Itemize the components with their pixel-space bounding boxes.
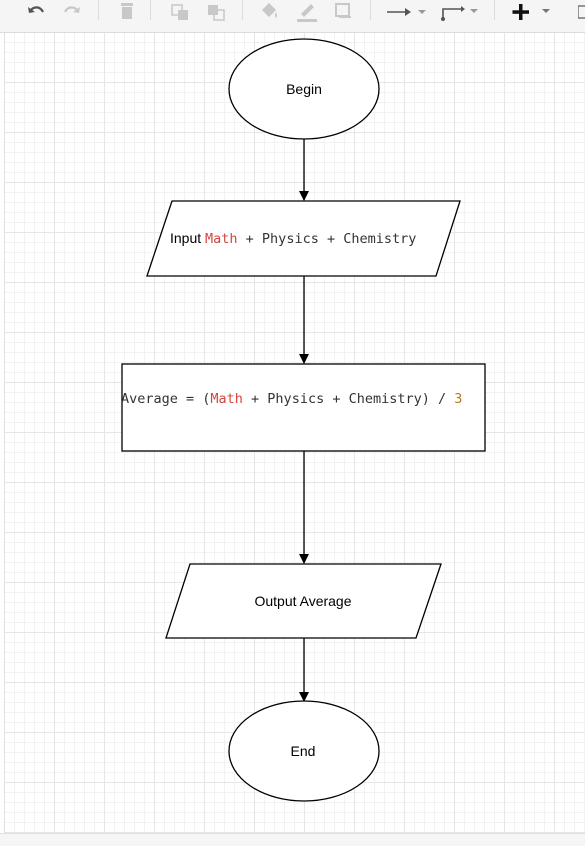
to-front-icon[interactable] [168, 0, 192, 24]
begin-label: Begin [286, 81, 322, 97]
fill-color-icon[interactable] [256, 0, 282, 24]
line-color-icon[interactable] [294, 0, 320, 24]
process-prefix: Average = ( [121, 391, 210, 407]
diagram-canvas[interactable] [4, 33, 585, 833]
delete-icon[interactable] [116, 0, 138, 24]
end-label: End [291, 743, 316, 759]
connection-icon[interactable] [384, 0, 428, 24]
input-label: Input Math + Physics + Chemistry [170, 230, 416, 247]
process-label: Average = (Math + Physics + Chemistry) /… [121, 391, 462, 407]
input-node[interactable]: Input Math + Physics + Chemistry [146, 200, 461, 277]
redo-icon[interactable] [60, 0, 84, 24]
input-prefix: Input [170, 230, 205, 246]
output-label: Output Average [254, 593, 351, 609]
format-panel-icon[interactable] [578, 0, 585, 24]
to-back-icon[interactable] [204, 0, 228, 24]
toolbar [0, 0, 585, 33]
process-number: 3 [454, 391, 462, 407]
process-var-math: Math [210, 391, 243, 407]
input-var-math: Math [205, 231, 238, 247]
shadow-icon[interactable] [332, 0, 356, 24]
begin-node[interactable]: Begin [228, 38, 380, 140]
insert-icon[interactable] [508, 0, 552, 24]
waypoints-icon[interactable] [438, 0, 482, 24]
input-rest: + Physics + Chemistry [238, 231, 417, 247]
output-node[interactable]: Output Average [165, 563, 442, 639]
process-mid: + Physics + Chemistry) / [243, 391, 454, 407]
undo-icon[interactable] [24, 0, 48, 24]
bottom-scrollbar[interactable] [0, 833, 585, 846]
end-node[interactable]: End [228, 700, 380, 802]
process-node[interactable]: Average = (Math + Physics + Chemistry) /… [121, 363, 486, 452]
